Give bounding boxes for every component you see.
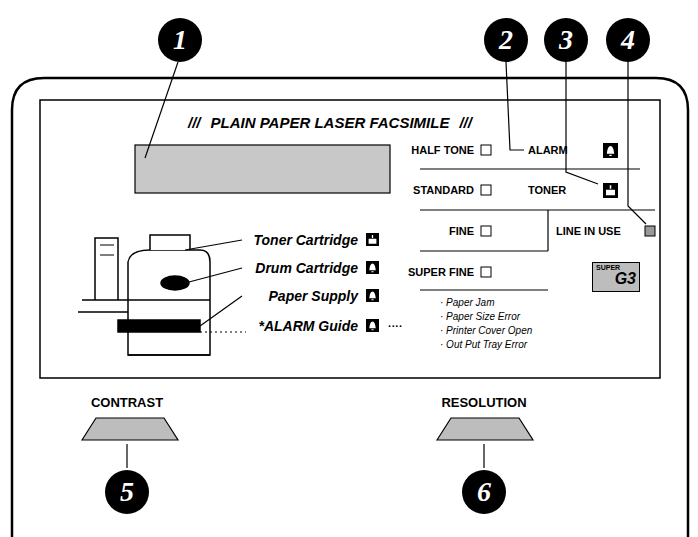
callout-number: 3 [544,18,588,62]
super-g3-logo: SUPERG3 [592,262,640,292]
logo-text: SUPER [596,264,636,271]
leader-line [483,444,484,468]
button-label: CONTRAST [91,395,163,410]
panel-title: PLAIN PAPER LASER FACSIMILE [211,114,450,131]
mode-label: ALARM [528,144,568,156]
leader-line [566,62,598,184]
mode-label: FINE [449,225,474,237]
callout-digit: 6 [477,478,491,506]
leader-line [628,62,646,224]
mode-label: STANDARD [413,184,474,196]
mode-label: TONER [528,184,566,196]
mode-label: SUPER FINE [408,266,474,278]
button-label: RESOLUTION [441,395,526,410]
bell-icon [366,289,379,302]
callout-digit: 3 [559,26,573,54]
leader-line [185,240,242,250]
leader-line [126,444,127,468]
housing-outline [12,78,688,537]
guide-line [200,331,246,332]
callout-number: 6 [462,470,506,514]
callout-number: 5 [105,470,149,514]
callout-digit: 5 [120,478,134,506]
callout-number: 2 [484,18,528,62]
fax-illustration [78,235,210,355]
toner-icon [366,233,379,246]
callout-digit: 4 [621,26,635,54]
mode-label: HALF TONE [411,144,474,156]
logo-text: G3 [596,271,636,288]
indicator-label: Drum Cartridge [255,260,358,276]
alarm-note: · Paper Jam [440,297,494,308]
icons [366,143,618,332]
line-in-use-lamp [645,226,655,236]
callout-digit: 2 [499,26,513,54]
leader-line [200,296,242,326]
leader-line [189,268,242,282]
indicator-label: Paper Supply [269,288,358,304]
alarm-note: · Printer Cover Open [440,325,532,336]
alarm-note: · Paper Size Error [440,311,520,322]
toner-icon [603,183,618,198]
indicator-label: *ALARM Guide [258,318,358,334]
bell-icon [603,143,618,158]
indicator-label: Toner Cartridge [254,232,359,248]
leader-line [145,62,178,158]
resolution-button [437,418,533,440]
alarm-note: · Out Put Tray Error [440,339,527,350]
panel-title: /// [188,114,201,131]
panel-title: /// [459,114,472,131]
checkboxes [481,145,491,277]
bell-icon [366,261,379,274]
contrast-button [82,418,178,440]
bell-icon [366,319,379,332]
mode-label: LINE IN USE [556,225,621,237]
callout-number: 1 [158,18,202,62]
leader-lines [127,62,646,468]
display-window [135,145,390,193]
inner-panel [40,100,660,378]
callout-digit: 1 [173,26,187,54]
leader-line [506,62,524,150]
callout-number: 4 [606,18,650,62]
indicator-label: ···· [388,320,403,332]
buttons [82,418,533,440]
